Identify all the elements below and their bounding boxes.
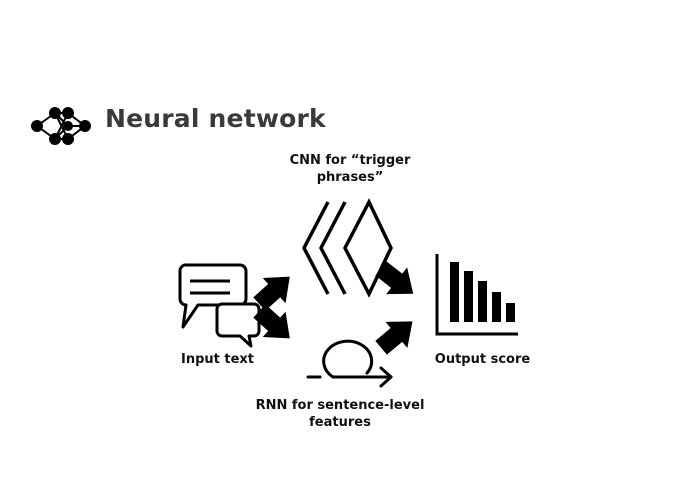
cnn-label: CNN for “trigger phrases” — [260, 152, 440, 186]
chat-bubbles-icon — [178, 263, 261, 348]
chevron-layers-icon — [302, 198, 393, 298]
arrow-cnn-to-output — [375, 261, 414, 295]
rnn-label-line1: RNN for sentence-level — [255, 398, 425, 413]
arrow-rnn-to-output — [375, 321, 413, 355]
arrow-input-to-rnn — [253, 304, 290, 339]
arrow-input-to-cnn — [253, 276, 290, 311]
neural-network-icon — [31, 107, 91, 145]
cnn-label-line2: phrases” — [316, 170, 384, 185]
input-label: Input text — [180, 352, 255, 367]
page-title: Neural network — [105, 104, 326, 133]
loop-arrow-icon — [306, 339, 393, 388]
output-label: Output score — [434, 352, 531, 367]
rnn-label: RNN for sentence-level features — [250, 397, 430, 431]
rnn-label-line2: features — [309, 415, 371, 430]
cnn-label-line1: CNN for “trigger — [289, 153, 411, 168]
bar-chart-icon — [435, 254, 518, 336]
